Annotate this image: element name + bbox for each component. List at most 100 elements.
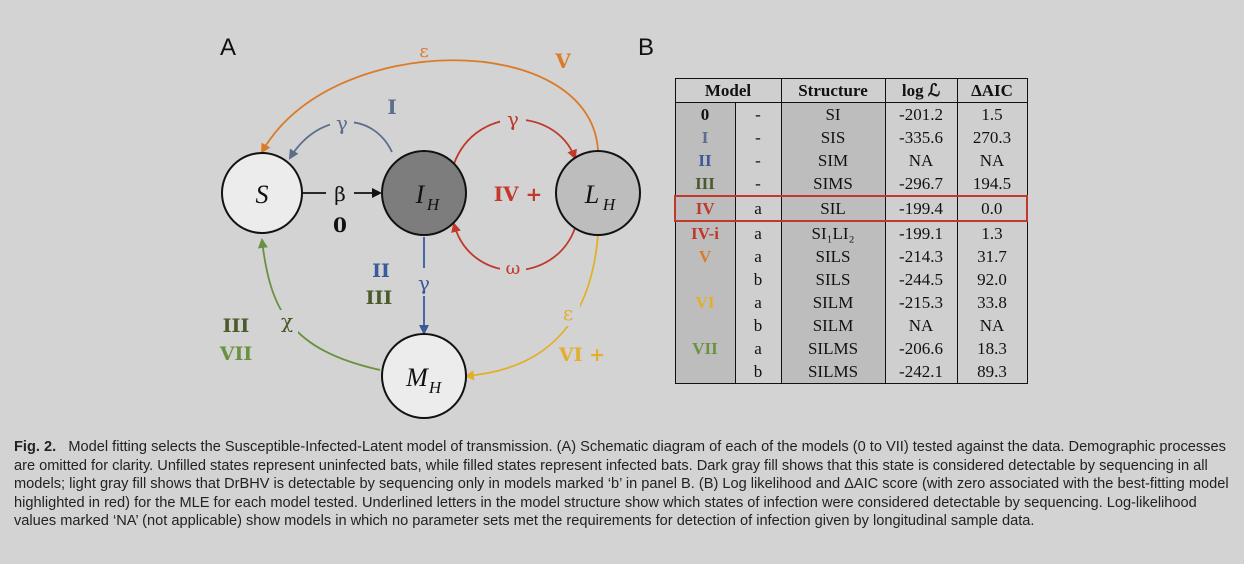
daic-cell: 1.5	[956, 102, 1028, 126]
loglik-cell: NA	[884, 314, 958, 337]
header-structure: Structure	[780, 78, 886, 103]
structure-cell: SILMS	[780, 337, 886, 360]
model-name-cell: I	[674, 126, 736, 149]
chi-bg	[276, 310, 298, 334]
structure-cell: SIM	[780, 149, 886, 172]
label-chi: χ	[281, 309, 293, 333]
structure-cell: SILM	[780, 314, 886, 337]
node-I-label: I	[415, 180, 426, 209]
daic-cell: 92.0	[956, 268, 1028, 291]
variant-cell: a	[734, 195, 782, 222]
label-model-VI-plus: VI +	[558, 344, 605, 366]
label-model-VII-left: VII	[219, 343, 253, 365]
node-M-H	[381, 333, 467, 419]
variant-cell: -	[734, 172, 782, 196]
label-model-I: I	[387, 95, 396, 119]
daic-cell: NA	[956, 314, 1028, 337]
gamma-down-bg	[414, 268, 436, 296]
node-L-label: L	[584, 180, 599, 209]
loglik-cell: -244.5	[884, 268, 958, 291]
epsilon-top-bg	[398, 44, 448, 58]
structure-cell: SIL	[780, 195, 886, 222]
variant-cell: -	[734, 149, 782, 172]
header-model: Model	[674, 78, 782, 103]
node-M-label: M	[405, 363, 429, 392]
model-name-cell: III	[674, 172, 736, 196]
label-omega: ω	[506, 258, 521, 279]
structure-cell: SIMS	[780, 172, 886, 196]
model-name-cell: 0	[674, 102, 736, 126]
omega-bg	[500, 258, 526, 278]
variant-cell: a	[734, 245, 782, 268]
loglik-cell: -199.1	[884, 221, 958, 245]
arrow-epsilon-L-to-M	[464, 234, 599, 381]
loglik-cell: -201.2	[884, 102, 958, 126]
loglik-cell: -206.6	[884, 337, 958, 360]
loglik-cell: NA	[884, 149, 958, 172]
node-L-H	[555, 150, 641, 236]
node-S	[221, 152, 303, 234]
model-name-cell: IV	[674, 195, 736, 222]
model-name-cell: VI	[674, 291, 736, 314]
header-loglik: log ℒ	[884, 78, 958, 103]
label-model-III-left: III	[223, 315, 250, 337]
node-S-label: S	[256, 180, 269, 209]
daic-cell: 31.7	[956, 245, 1028, 268]
beta-bg	[326, 182, 354, 206]
table-header-row: Model Structure log ℒ ΔAIC	[674, 78, 1028, 103]
loglik-cell: -242.1	[884, 360, 958, 384]
label-gamma-IV: γ	[507, 107, 519, 131]
gamma-I-bg	[330, 114, 354, 134]
caption-text: Model fitting selects the Susceptible-In…	[14, 439, 1229, 530]
model-name-cell: VII	[674, 337, 736, 360]
model-name-cell: V	[674, 245, 736, 268]
loglik-cell: -199.4	[884, 195, 958, 222]
daic-cell: 33.8	[956, 291, 1028, 314]
node-I-subscript: H	[426, 195, 441, 214]
panel-b-label: B	[638, 34, 655, 61]
daic-cell: 0.0	[956, 195, 1028, 222]
model-name-cell	[674, 360, 736, 384]
node-I-H	[381, 150, 467, 236]
model-name-cell: II	[674, 149, 736, 172]
daic-cell: 270.3	[956, 126, 1028, 149]
variant-cell: -	[734, 102, 782, 126]
caption-label: Fig. 2.	[14, 439, 57, 455]
loglik-cell: -296.7	[884, 172, 958, 196]
structure-cell: SILS	[780, 268, 886, 291]
model-name-cell	[674, 268, 736, 291]
label-model-V: V	[554, 49, 571, 73]
model-name-cell	[674, 314, 736, 337]
variant-cell: a	[734, 291, 782, 314]
variant-cell: a	[734, 337, 782, 360]
arrow-epsilon-L-to-S	[261, 59, 599, 154]
daic-cell: 89.3	[956, 360, 1028, 384]
model-schematic-diagram: S I H L H M H ε V γ I β 0 γ IV + ω II II…	[219, 41, 641, 419]
model-name-cell: IV-i	[674, 221, 736, 245]
daic-cell: 18.3	[956, 337, 1028, 360]
structure-cell: SI₁LI₂	[780, 221, 886, 245]
variant-cell: b	[734, 314, 782, 337]
figure-caption: Fig. 2. Model fitting selects the Suscep…	[14, 438, 1234, 531]
structure-cell: SIS	[780, 126, 886, 149]
variant-cell: b	[734, 360, 782, 384]
panel-a-label: A	[220, 34, 237, 61]
structure-cell: SI	[780, 102, 886, 126]
epsilon-right-bg	[556, 302, 580, 326]
gamma-IV-bg	[500, 108, 526, 128]
label-epsilon-top: ε	[419, 41, 428, 62]
label-gamma-down: γ	[418, 271, 430, 295]
